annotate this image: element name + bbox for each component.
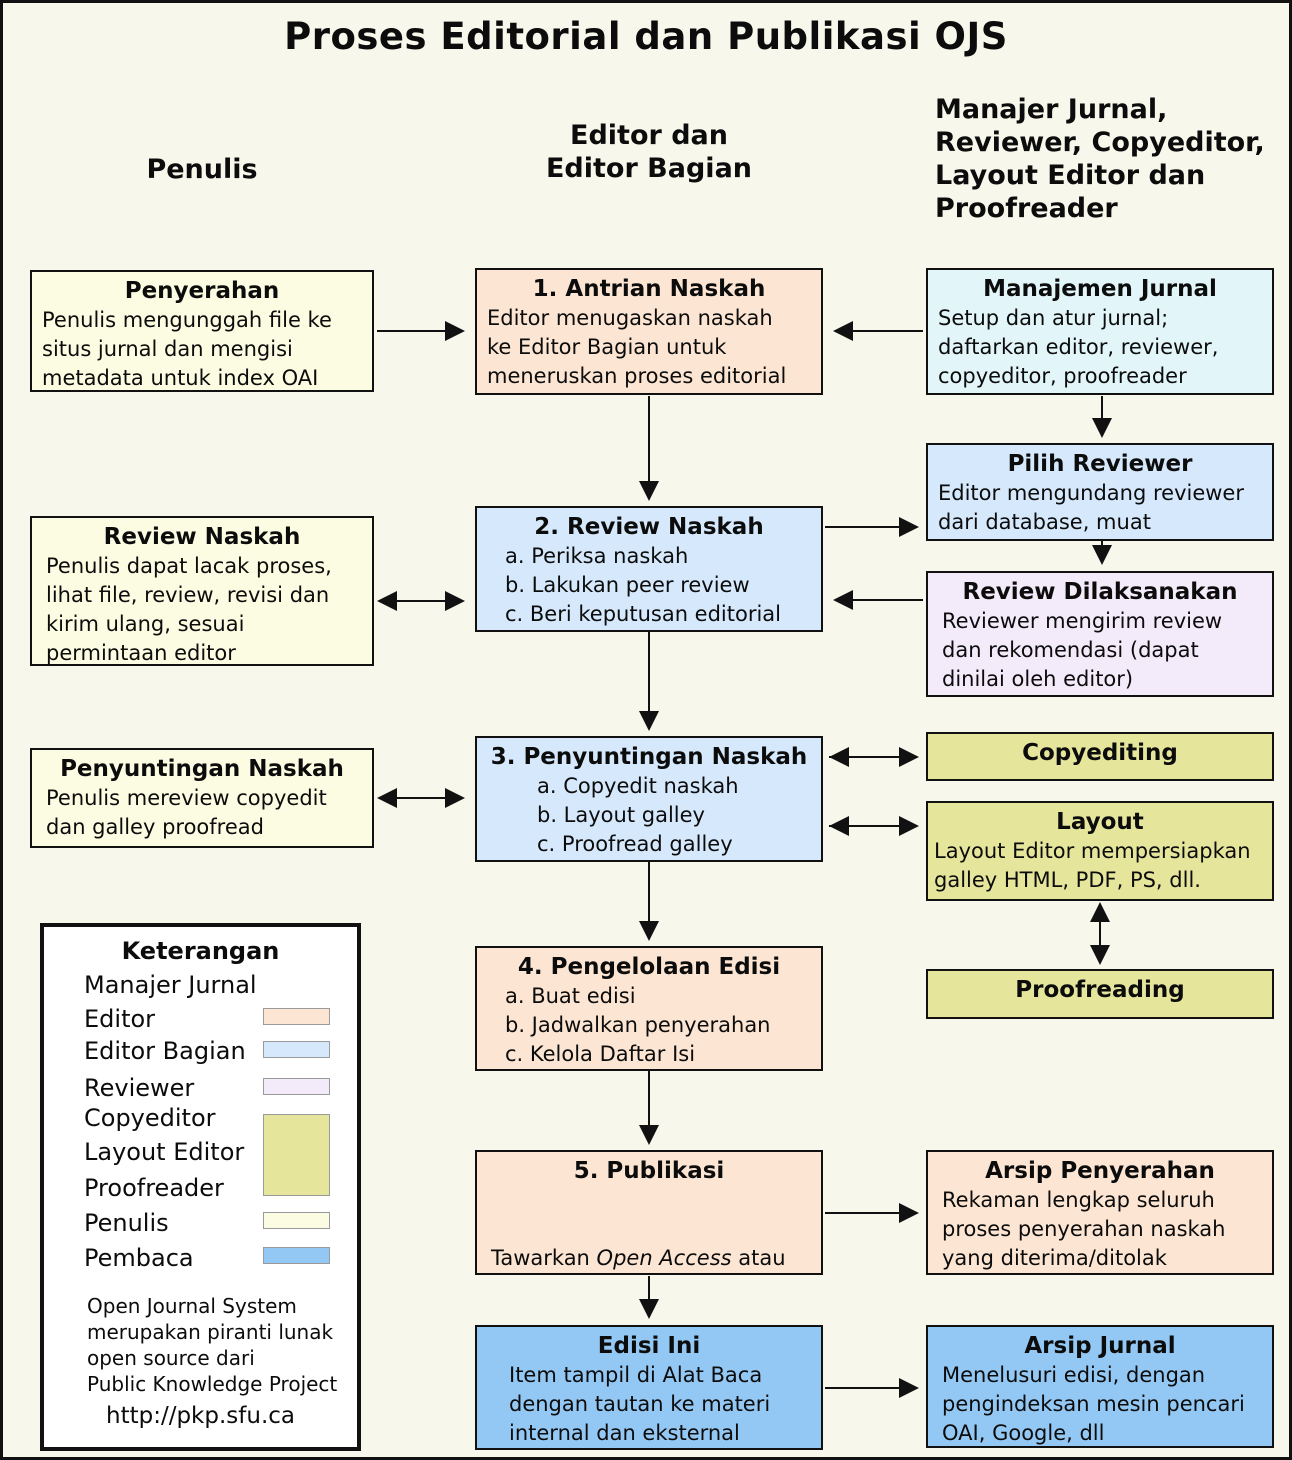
box-arsip-penyerahan: Arsip Penyerahan Rekaman lengkap seluruh… <box>926 1150 1274 1275</box>
box-edisi-ini-body: Item tampil di Alat Baca dengan tautan k… <box>509 1363 771 1445</box>
box-pilih-reviewer: Pilih Reviewer Editor mengundang reviewe… <box>926 443 1274 541</box>
box-copyediting-title: Copyediting <box>1022 740 1178 766</box>
box-manajemen-jurnal: Manajemen Jurnal Setup dan atur jurnal; … <box>926 268 1274 395</box>
publikasi-text: Tawarkan <box>491 1246 597 1270</box>
box-review-naskah-left: Review Naskah Penulis dapat lacak proses… <box>30 516 374 666</box>
legend-swatch-copyeditor-layout-proofreader <box>263 1114 330 1196</box>
column-header-manajer: Manajer Jurnal, Reviewer, Copyeditor, La… <box>935 94 1265 224</box>
box-penyerahan: Penyerahan Penulis mengunggah file ke si… <box>30 270 374 392</box>
box-penyuntingan-left: Penyuntingan Naskah Penulis mereview cop… <box>30 748 374 848</box>
box-arsip-penyerahan-body: Rekaman lengkap seluruh proses penyeraha… <box>942 1188 1226 1270</box>
legend-title: Keterangan <box>121 937 280 965</box>
box-review-naskah-mid: 2. Review Naskah a. Periksa naskah b. La… <box>475 506 823 632</box>
legend-footer-text: Open Journal System merupakan piranti lu… <box>87 1294 338 1396</box>
box-pengelolaan-edisi-title: 4. Pengelolaan Edisi <box>517 954 781 980</box>
legend-swatch-reviewer <box>263 1078 330 1095</box>
box-review-naskah-left-body: Penulis dapat lacak proses, lihat file, … <box>46 554 332 665</box>
box-proofreading: Proofreading <box>926 969 1274 1019</box>
legend-swatch-penulis <box>263 1212 330 1229</box>
box-penyuntingan-mid-body: a. Copyedit naskah b. Layout galley c. P… <box>537 774 739 856</box>
box-manajemen-jurnal-title: Manajemen Jurnal <box>983 276 1217 302</box>
legend-label-proofreader: Proofreader <box>84 1174 224 1202</box>
column-header-penulis: Penulis <box>146 154 258 185</box>
legend-label-pembaca: Pembaca <box>84 1244 194 1272</box>
publikasi-open-access: Open Access <box>596 1246 732 1270</box>
box-arsip-jurnal-body: Menelusuri edisi, dengan pengindeksan me… <box>942 1363 1245 1445</box>
legend-label-editor: Editor <box>84 1005 156 1033</box>
box-arsip-penyerahan-title: Arsip Penyerahan <box>985 1158 1215 1184</box>
box-publikasi-title: 5. Publikasi <box>573 1158 725 1184</box>
box-edisi-ini-title: Edisi Ini <box>597 1333 701 1359</box>
box-penyuntingan-left-title: Penyuntingan Naskah <box>60 756 344 782</box>
publikasi-text: atau <box>731 1246 786 1270</box>
box-copyediting: Copyediting <box>926 732 1274 781</box>
legend-label-layout-editor: Layout Editor <box>84 1138 245 1166</box>
legend-label-penulis: Penulis <box>84 1209 169 1237</box>
box-proofreading-title: Proofreading <box>1015 977 1185 1003</box>
box-publikasi: 5. Publikasi Tawarkan Open Access atau D… <box>475 1150 823 1444</box>
legend-url: http://pkp.sfu.ca <box>106 1403 295 1429</box>
box-review-naskah-mid-body: a. Periksa naskah b. Lakukan peer review… <box>505 544 782 626</box>
box-arsip-jurnal: Arsip Jurnal Menelusuri edisi, dengan pe… <box>926 1325 1274 1448</box>
box-antrian-naskah-title: 1. Antrian Naskah <box>532 276 766 302</box>
box-antrian-naskah-body: Editor menugaskan naskah ke Editor Bagia… <box>487 306 787 388</box>
box-manajemen-jurnal-body: Setup dan atur jurnal; daftarkan editor,… <box>938 306 1219 388</box>
box-pilih-reviewer-title: Pilih Reviewer <box>1007 451 1193 477</box>
box-edisi-ini: Edisi Ini Item tampil di Alat Baca denga… <box>475 1325 823 1450</box>
box-review-dilaksanakan-title: Review Dilaksanakan <box>962 579 1238 605</box>
box-arsip-jurnal-title: Arsip Jurnal <box>1024 1333 1176 1359</box>
legend: Keterangan Manajer Jurnal Editor Editor … <box>40 923 361 1451</box>
box-penyuntingan-mid-title: 3. Penyuntingan Naskah <box>490 744 808 770</box>
column-header-editor: Editor dan Editor Bagian <box>545 120 753 184</box>
box-layout: Layout Layout Editor mempersiapkan galle… <box>926 801 1274 901</box>
page-title: Proses Editorial dan Publikasi OJS <box>284 15 1008 58</box>
box-penyuntingan-mid: 3. Penyuntingan Naskah a. Copyedit naska… <box>475 736 823 862</box>
box-penyerahan-title: Penyerahan <box>124 278 280 304</box>
box-penyuntingan-left-body: Penulis mereview copyedit dan galley pro… <box>46 786 327 839</box>
box-pengelolaan-edisi: 4. Pengelolaan Edisi a. Buat edisi b. Ja… <box>475 946 823 1071</box>
legend-swatch-pembaca <box>263 1247 330 1264</box>
box-review-dilaksanakan-body: Reviewer mengirim review dan rekomendasi… <box>942 609 1223 691</box>
box-layout-title: Layout <box>1056 809 1144 835</box>
box-review-dilaksanakan: Review Dilaksanakan Reviewer mengirim re… <box>926 571 1274 697</box>
legend-label-editor-bagian: Editor Bagian <box>84 1037 246 1065</box>
legend-swatch-editor <box>263 1008 330 1025</box>
legend-label-reviewer: Reviewer <box>84 1074 195 1102</box>
box-antrian-naskah: 1. Antrian Naskah Editor menugaskan nask… <box>475 268 823 395</box>
legend-label-manajer-jurnal: Manajer Jurnal <box>84 971 257 999</box>
legend-swatch-editor-bagian <box>263 1041 330 1058</box>
box-review-naskah-mid-title: 2. Review Naskah <box>534 514 764 540</box>
box-pilih-reviewer-body: Editor mengundang reviewer dari database… <box>938 481 1244 534</box>
box-layout-body: Layout Editor mempersiapkan galley HTML,… <box>934 839 1251 892</box>
box-review-naskah-left-title: Review Naskah <box>103 524 301 550</box>
box-pengelolaan-edisi-body: a. Buat edisi b. Jadwalkan penyerahan c.… <box>505 984 771 1066</box>
legend-label-copyeditor: Copyeditor <box>84 1104 216 1132</box>
box-penyerahan-body: Penulis mengunggah file ke situs jurnal … <box>42 308 332 390</box>
